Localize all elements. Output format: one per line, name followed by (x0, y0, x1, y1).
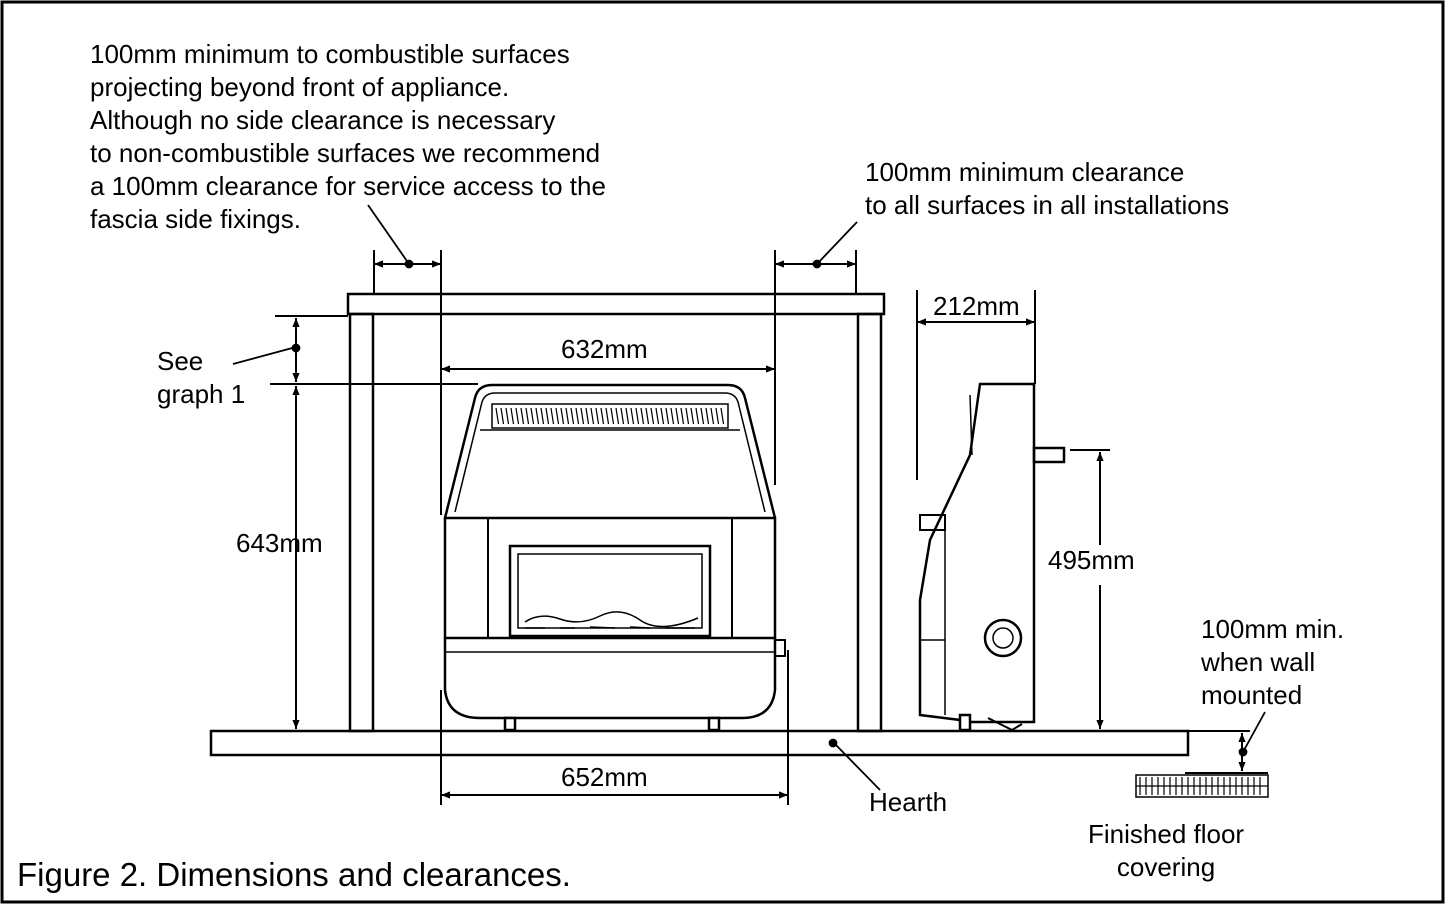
fire-vent-louvres (495, 407, 725, 425)
note-all-surfaces-line: to all surfaces in all installations (865, 190, 1230, 220)
note-floor-covering: Finished floor covering (1088, 818, 1244, 884)
leader-front-clearance (367, 204, 410, 265)
note-front-line: to non-combustible surfaces we recommend (90, 138, 601, 168)
fire-foot-left (503, 716, 517, 732)
leader-dot-front (404, 259, 414, 269)
note-front-line: projecting beyond front of appliance. (90, 72, 510, 102)
fire-control-knob (774, 639, 786, 657)
fire-window-inner (517, 553, 703, 629)
leader-wall-mounted (1242, 711, 1266, 753)
fire-coals (525, 626, 695, 629)
leader-dot-hearth (828, 738, 838, 748)
note-see-graph-line: See (157, 346, 204, 376)
fire-flue-outlet (1032, 446, 1066, 464)
fire-fuel-bed (524, 611, 699, 628)
mantel-shelf (346, 292, 886, 316)
note-wall-mounted-line: mounted (1201, 680, 1303, 710)
note-wall-mounted-line: when wall (1201, 647, 1316, 677)
note-front-line: fascia side fixings. (90, 204, 301, 234)
note-see-graph: See graph 1 (157, 345, 245, 411)
fire-side-body (918, 382, 1036, 724)
fire-body (443, 516, 777, 640)
note-all-surfaces-line: 100mm minimum clearance (865, 157, 1185, 187)
note-wall-mounted-line: 100mm min. (1201, 614, 1345, 644)
note-front-clearance: 100mm minimum to combustible surfaces pr… (90, 38, 606, 236)
note-front-line: a 100mm clearance for service access to … (90, 171, 606, 201)
note-wall-mounted: 100mm min. when wall mounted (1201, 613, 1344, 712)
leader-all-surfaces (816, 221, 858, 265)
fire-side-foot (958, 713, 972, 732)
fire-foot-right (707, 716, 721, 732)
fire-surround (346, 292, 886, 733)
figure-caption: Figure 2. Dimensions and clearances. (17, 856, 571, 893)
right-leg (856, 312, 883, 733)
fire-canopy (443, 383, 777, 519)
note-floor-covering-line: covering (1116, 852, 1216, 882)
label-hearth: Hearth (869, 787, 948, 817)
fire-side-dial (983, 618, 1023, 658)
leader-see-graph (232, 346, 297, 365)
note-front-line: Although no side clearance is necessary (90, 105, 556, 135)
note-front-line: 100mm minimum to combustible surfaces (90, 39, 570, 69)
fire-front-view (443, 383, 786, 732)
leader-hearth (834, 743, 881, 791)
fire-side-bracket (987, 717, 1023, 732)
fire-side-edge (969, 394, 973, 456)
fire-canopy-inner (454, 392, 766, 513)
leader-lines (232, 204, 1266, 791)
floor-covering-symbol (1135, 774, 1269, 798)
fire-side-view (918, 382, 1066, 732)
fire-vent (491, 403, 729, 429)
fire-window (508, 544, 712, 638)
note-floor-covering-line: Finished floor (1088, 819, 1245, 849)
note-see-graph-line: graph 1 (157, 379, 246, 409)
label-outlet-height: 495mm (1048, 545, 1135, 575)
fire-base (443, 638, 777, 720)
fire-side-dial-inner (992, 627, 1014, 649)
leader-dot-all-surfaces (812, 259, 822, 269)
leader-dot-wall-mounted (1238, 747, 1248, 757)
label-height: 643mm (236, 528, 323, 558)
label-opening-width: 632mm (561, 334, 648, 364)
label-depth: 212mm (933, 291, 1020, 321)
hearth-slab (209, 729, 1190, 757)
left-leg (348, 312, 375, 733)
note-all-surfaces: 100mm minimum clearance to all surfaces … (865, 156, 1229, 222)
extension-lines (270, 250, 1268, 805)
floor-covering-hatch (1136, 777, 1268, 795)
label-overall-width: 652mm (561, 762, 648, 792)
dimension-lines (292, 260, 1246, 799)
leader-dot-see-graph (291, 343, 301, 353)
